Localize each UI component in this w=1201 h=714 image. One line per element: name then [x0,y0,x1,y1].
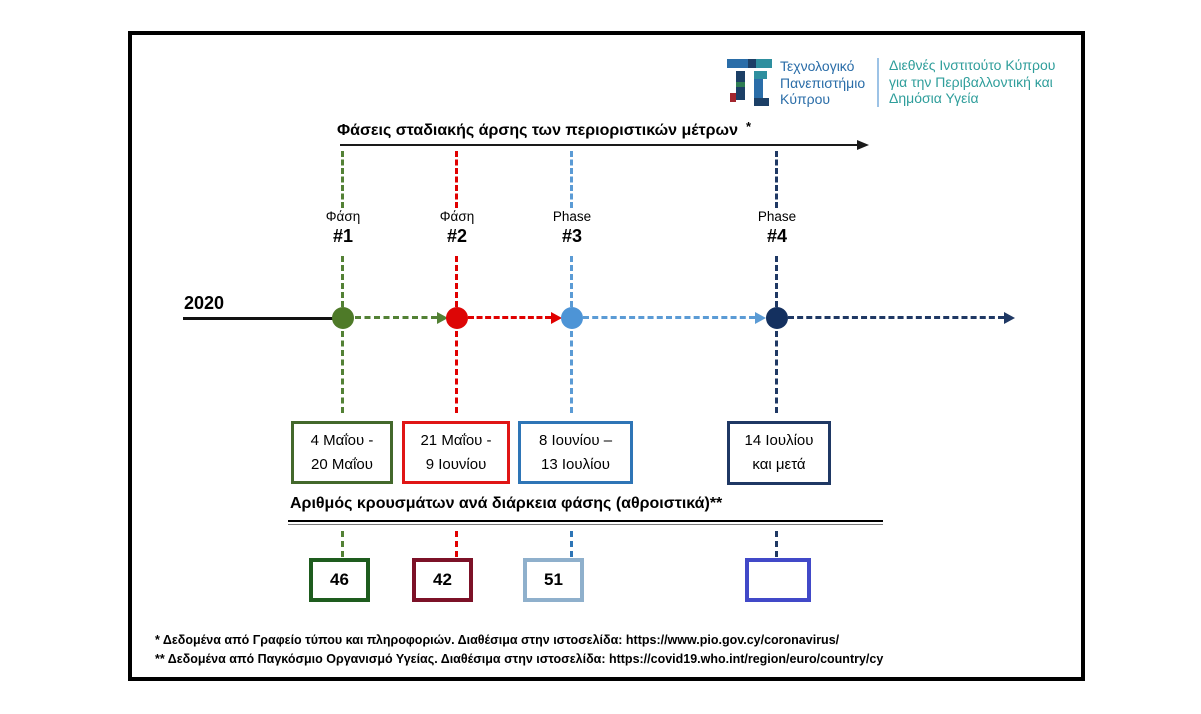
phase-4-dashed-line-top [775,151,778,208]
institute-name-line: για την Περιβαλλοντική και [889,73,1053,90]
institute-name-line: Δημόσια Υγεία [889,90,979,106]
phase-1-number: #1 [332,226,354,246]
phase-2-connector-arrow-icon [551,312,562,324]
phase-4-number: #4 [766,226,788,246]
phase-3-dashed-line-top [570,151,573,208]
university-name-line: Κύπρου [780,91,831,107]
phase-2-dashed-line-low [455,331,458,413]
phase-1-date-box: 4 Μαΐου - 20 Μαΐου [291,421,393,484]
phase-3-label: Phase [552,209,592,224]
phase-2-label: Φάση [439,209,475,224]
phase-1-label: Φάση [325,209,361,224]
logo-divider [877,58,879,107]
outer-border [128,31,1085,681]
phase-2-cases-box: 42 [412,558,473,602]
phase-1-connector-line [355,316,437,319]
phase-3-dashed-line-mid [570,256,573,307]
phase-2-connector-line [468,316,551,319]
phase-3-connector-line [583,316,755,319]
phase-1-dashed-stub [341,531,344,557]
phase-4-date-box: 14 Ιουλίου και μετά [727,421,831,485]
phase-2-date-line: 21 Μαΐου - [420,431,492,449]
phase-3-number: #3 [561,226,583,246]
footnote-2: ** Δεδομένα από Παγκόσμιο Οργανισμό Υγεί… [155,652,884,666]
phase-4-cases-box [745,558,811,602]
university-name: Τεχνολογικό Πανεπιστήμιο Κύπρου [780,58,865,108]
cut-university-logo-icon [727,56,773,108]
phase-1-dot [332,307,354,329]
phase-1-date-line: 20 Μαΐου [311,455,373,473]
phase-4-dashed-line-mid [775,256,778,307]
phase-3-dot [561,307,583,329]
phase-4-dashed-stub [775,531,778,557]
diagram-title: Φάσεις σταδιακής άρσης των περιοριστικών… [337,119,751,140]
phase-3-date-box: 8 Ιουνίου – 13 Ιουλίου [518,421,633,484]
title-footnote-marker: * [745,119,752,134]
phase-1-cases-value: 46 [330,570,349,589]
diagram-title-text: Φάσεις σταδιακής άρσης των περιοριστικών… [337,122,738,139]
title-arrow-line [340,144,858,146]
phase-3-date-line: 13 Ιουλίου [541,455,610,473]
phase-2-number: #2 [446,226,468,246]
phase-3-cases-value: 51 [544,570,563,589]
phase-4-connector-arrow-icon [1004,312,1015,324]
university-name-line: Τεχνολογικό [780,58,855,74]
phase-2-dashed-line-mid [455,256,458,307]
phase-1-date-line: 4 Μαΐου - [310,431,374,449]
institute-name: Διεθνές Ινστιτούτο Κύπρου για την Περιβα… [889,57,1055,107]
phase-2-dashed-line-top [455,151,458,208]
phase-4-connector-line [788,316,1004,319]
phase-4-label: Phase [757,209,797,224]
phase-1-dashed-line-top [341,151,344,208]
phase-3-date-line: 8 Ιουνίου – [538,431,613,449]
phase-4-dot [766,307,788,329]
phase-3-cases-box: 51 [523,558,584,602]
footnote-1: * Δεδομένα από Γραφείο τύπου και πληροφο… [155,633,840,647]
phase-2-date-line: 9 Ιουνίου [425,455,487,473]
phase-3-dashed-line-low [570,331,573,413]
phase-4-dashed-line-low [775,331,778,413]
timeline-base-line [183,317,343,320]
phase-4-date-line: και μετά [752,456,806,473]
phase-1-dashed-line-mid [341,256,344,307]
university-name-line: Πανεπιστήμιο [780,74,866,91]
title-arrow-head-icon [857,140,869,150]
phase-3-dashed-stub [570,531,573,557]
phase-3-connector-arrow-icon [755,312,766,324]
phase-1-cases-box: 46 [309,558,370,602]
cases-section-title: Αριθμός κρουσμάτων ανά διάρκεια φάσης (α… [290,495,723,512]
phase-2-cases-value: 42 [433,570,452,589]
year-label: 2020 [184,293,225,313]
phase-2-date-box: 21 Μαΐου - 9 Ιουνίου [402,421,510,484]
phase-4-date-line: 14 Ιουλίου [744,432,814,449]
phase-1-connector-arrow-icon [437,312,448,324]
phase-2-dashed-stub [455,531,458,557]
phase-2-dot [446,307,468,329]
cases-section-underline [288,520,883,525]
institute-name-line: Διεθνές Ινστιτούτο Κύπρου [889,57,1056,73]
phase-1-dashed-line-low [341,331,344,413]
